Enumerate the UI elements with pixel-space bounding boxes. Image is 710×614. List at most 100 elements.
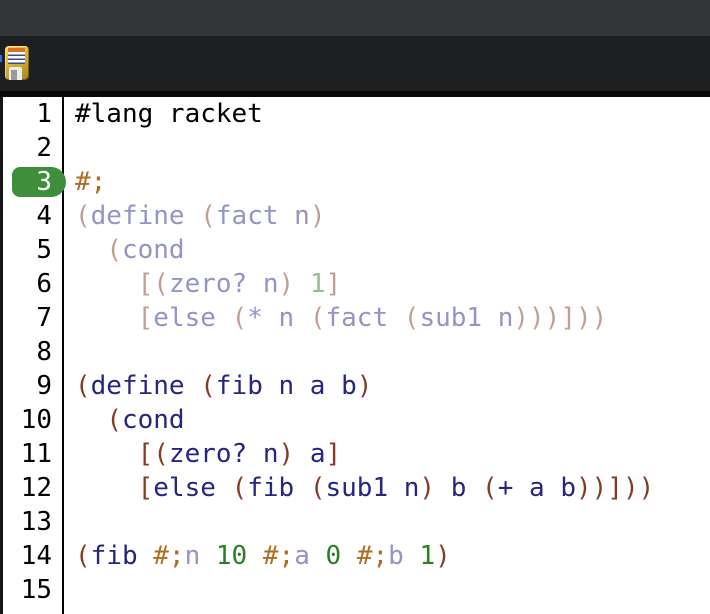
line-number-text: 14 — [20, 541, 52, 571]
code-token-plain — [75, 473, 138, 503]
floppy-label — [8, 48, 25, 64]
code-token-fid: * n — [247, 303, 310, 333]
code-token-paren: ) — [419, 473, 436, 503]
code-token-fid: b — [388, 541, 404, 571]
code-token-fnum: 1 — [309, 269, 326, 299]
code-line[interactable]: [(zero? n) 1] — [75, 267, 710, 301]
line-number-text: 8 — [36, 337, 52, 367]
code-line[interactable]: #; — [75, 165, 710, 199]
toolbar — [0, 36, 710, 91]
toolbar-divider — [0, 91, 710, 97]
code-token-id: + a b — [497, 473, 576, 503]
line-number: 9 — [3, 369, 62, 403]
code-token-comment: #; — [356, 541, 389, 571]
code-token-paren: ( — [231, 473, 248, 503]
code-token-fparen: ( — [231, 303, 248, 333]
code-token-paren: ( — [75, 541, 91, 571]
highlighted-line-badge — [12, 167, 66, 197]
code-line[interactable] — [75, 505, 710, 539]
line-number: 6 — [3, 267, 62, 301]
code-token-num: 0 — [325, 541, 342, 571]
code-line[interactable]: [(zero? n) a] — [75, 437, 710, 471]
code-token-fid: sub1 n — [419, 303, 514, 333]
code-line[interactable]: (cond — [75, 233, 710, 267]
line-number: 5 — [3, 233, 62, 267]
code-token-fid: fact — [325, 303, 404, 333]
line-number: 13 — [3, 505, 62, 539]
code-token-fparen: )))])) — [513, 303, 608, 333]
code-line[interactable]: (define (fib n a b) — [75, 369, 710, 403]
code-token-plain — [75, 405, 106, 435]
code-line[interactable] — [75, 131, 710, 165]
save-icon[interactable] — [5, 46, 29, 80]
line-number: 10 — [3, 403, 62, 437]
code-line[interactable]: (define (fact n) — [75, 199, 710, 233]
line-number-text: 15 — [20, 575, 52, 605]
line-number: 11 — [3, 437, 62, 471]
line-number-text: 1 — [36, 99, 52, 129]
code-token-comment: #; — [262, 541, 295, 571]
code-line[interactable] — [75, 335, 710, 369]
code-token-paren: ))])) — [575, 473, 655, 503]
code-token-num: 1 — [419, 541, 436, 571]
code-token-id: sub1 n — [325, 473, 420, 503]
line-number: 14 — [3, 539, 62, 573]
code-token-fparen: ) — [309, 201, 326, 231]
code-token-paren: ( — [75, 371, 91, 401]
line-number-text: 6 — [36, 269, 52, 299]
code-token-plain — [341, 541, 357, 571]
code-token-id: fib — [247, 473, 310, 503]
code-line[interactable]: (fib #;n 10 #;a 0 #;b 1) — [75, 539, 710, 573]
line-number-text: 5 — [36, 235, 52, 265]
line-number-text: 7 — [36, 303, 52, 333]
code-token-paren: ) — [278, 439, 295, 469]
code-token-fparen: ) — [278, 269, 295, 299]
code-line[interactable]: [else (* n (fact (sub1 n)))])) — [75, 301, 710, 335]
line-number-text: 9 — [36, 371, 52, 401]
code-token-plain — [75, 303, 138, 333]
code-token-fparen: [( — [137, 269, 169, 299]
code-token-fparen: ( — [106, 235, 122, 265]
code-line[interactable]: [else (fib (sub1 n) b (+ a b))])) — [75, 471, 710, 505]
line-number-text: 3 — [36, 167, 52, 197]
code-token-paren: ( — [200, 371, 216, 401]
line-number-text: 10 — [20, 405, 52, 435]
code-token-plain — [200, 541, 216, 571]
line-number: 15 — [3, 573, 62, 607]
code-token-paren: ( — [106, 405, 122, 435]
code-token-fid: zero? n — [168, 269, 279, 299]
code-token-fid: n — [184, 541, 201, 571]
code-token-paren: ) — [356, 371, 373, 401]
code-token-fid: fact n — [215, 201, 310, 231]
code-token-id: cond — [121, 405, 185, 435]
code-token-paren: [ — [137, 473, 154, 503]
line-number: 3 — [3, 165, 66, 199]
floppy-shutter — [9, 67, 22, 80]
code-line[interactable]: (cond — [75, 403, 710, 437]
line-number: 7 — [3, 301, 62, 335]
code-token-paren: ( — [482, 473, 498, 503]
code-token-comment: #; — [75, 167, 107, 197]
window-titlebar — [0, 0, 710, 36]
line-number: 8 — [3, 335, 62, 369]
code-token-plain — [247, 541, 263, 571]
code-token-fid: a — [294, 541, 310, 571]
code-token-plain — [75, 235, 106, 265]
code-token-id: else — [153, 473, 232, 503]
code-token-fparen: ] — [325, 269, 342, 299]
code-area[interactable]: #lang racket#;(define (fact n) (cond [(z… — [64, 97, 710, 614]
code-line[interactable] — [75, 573, 710, 607]
code-token-id: define — [90, 371, 201, 401]
code-line[interactable]: #lang racket — [75, 97, 710, 131]
code-token-paren: ) — [435, 541, 451, 571]
line-number: 2 — [3, 131, 62, 165]
code-token-id: b — [435, 473, 483, 503]
code-token-id: fib n a b — [215, 371, 357, 401]
code-token-fparen: ( — [75, 201, 91, 231]
line-number: 12 — [3, 471, 62, 505]
code-token-num: 10 — [215, 541, 248, 571]
code-token-fparen: ( — [309, 303, 326, 333]
code-token-paren: [( — [137, 439, 169, 469]
